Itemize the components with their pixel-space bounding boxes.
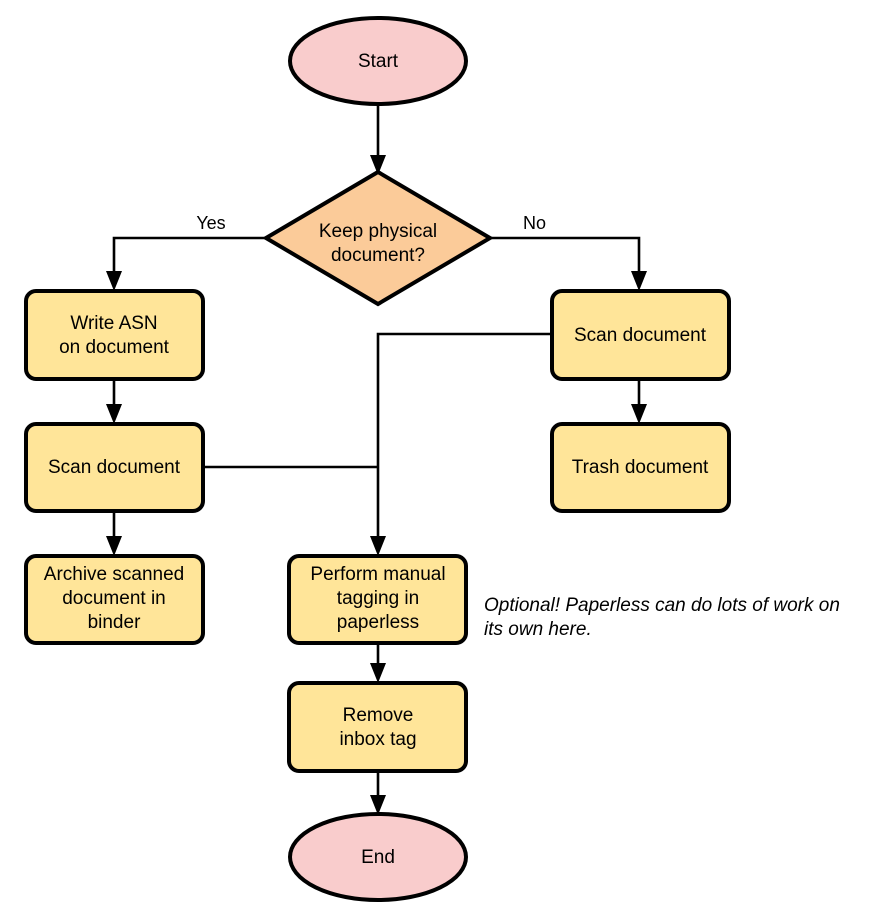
edge-scanright-to-tagging [370, 332, 552, 556]
decision-diamond[interactable] [262, 169, 494, 307]
write-asn-label-line1: Write ASN [70, 313, 157, 334]
edge-decision-yes [106, 236, 265, 291]
edge-label-no: No [523, 213, 546, 233]
decision-label-line1: Keep physical [319, 221, 437, 242]
trash-document-box[interactable] [550, 422, 731, 513]
arrow-head-decision-yes [106, 271, 122, 291]
node-decision-keep-physical-document[interactable]: Keep physical document? [262, 169, 494, 307]
edge-start-to-decision [370, 104, 386, 175]
node-write-asn[interactable]: Write ASN on document [24, 289, 205, 381]
node-end[interactable]: End [288, 812, 468, 902]
edge-scanright-to-trash [631, 379, 647, 424]
arrow-head-writeasn-scanleft [106, 404, 122, 424]
scan-document-right-box[interactable] [550, 289, 731, 381]
archive-box[interactable] [24, 554, 205, 645]
node-scan-document-right[interactable]: Scan document [550, 289, 731, 381]
write-asn-box[interactable] [24, 289, 205, 381]
scan-document-left-label: Scan document [48, 457, 181, 478]
archive-label-line2: document in [62, 588, 166, 609]
annotation-optional-note: Optional! Paperless can do lots of work … [484, 595, 840, 640]
arrow-head-scanright-trash [631, 404, 647, 424]
start-label: Start [358, 51, 399, 72]
archive-label-line3: binder [88, 612, 141, 633]
node-scan-document-left[interactable]: Scan document [24, 422, 205, 513]
node-start[interactable]: Start [288, 16, 468, 106]
node-remove-inbox-tag[interactable]: Remove inbox tag [287, 681, 468, 773]
edge-line-decision-yes [112, 236, 265, 279]
node-perform-manual-tagging[interactable]: Perform manual tagging in paperless [287, 554, 468, 645]
node-archive-scanned-document[interactable]: Archive scanned document in binder [24, 554, 205, 645]
node-trash-document[interactable]: Trash document [550, 422, 731, 513]
edge-writeasn-to-scanleft [106, 379, 122, 424]
write-asn-label-line2: on document [59, 337, 170, 358]
tagging-label-line3: paperless [337, 612, 419, 633]
tagging-label-line2: tagging in [337, 588, 419, 609]
remove-inbox-box[interactable] [287, 681, 468, 773]
tagging-label-line1: Perform manual [310, 564, 445, 585]
edge-decision-no [490, 236, 647, 291]
end-ellipse[interactable] [288, 812, 468, 902]
decision-label-line2: document? [331, 245, 425, 266]
edge-line-decision-no [490, 236, 641, 279]
arrow-head-scanright-tagging [370, 536, 386, 556]
annotation-line1: Optional! Paperless can do lots of work … [484, 595, 840, 616]
arrow-head-removeinbox-end [370, 795, 386, 815]
arrow-head-scanleft-archive [106, 536, 122, 556]
edges-layer [106, 104, 647, 815]
remove-inbox-label-line2: inbox tag [339, 729, 416, 750]
arrow-head-tagging-removeinbox [370, 663, 386, 683]
scan-document-right-label: Scan document [574, 325, 707, 346]
edge-tagging-to-removeinbox [370, 643, 386, 683]
scan-document-left-box[interactable] [24, 422, 205, 513]
annotation-line2: its own here. [484, 619, 592, 640]
edge-scanleft-to-archive [106, 511, 122, 556]
end-label: End [361, 847, 395, 868]
edge-removeinbox-to-end [370, 771, 386, 815]
tagging-box[interactable] [287, 554, 468, 645]
arrow-head-start-decision [370, 155, 386, 175]
edge-line-scanright-tagging [376, 332, 552, 544]
arrow-head-decision-no [631, 271, 647, 291]
archive-label-line1: Archive scanned [44, 564, 184, 585]
start-ellipse[interactable] [288, 16, 468, 106]
edge-label-yes: Yes [196, 213, 225, 233]
remove-inbox-label-line1: Remove [343, 705, 414, 726]
trash-document-label: Trash document [572, 457, 709, 478]
